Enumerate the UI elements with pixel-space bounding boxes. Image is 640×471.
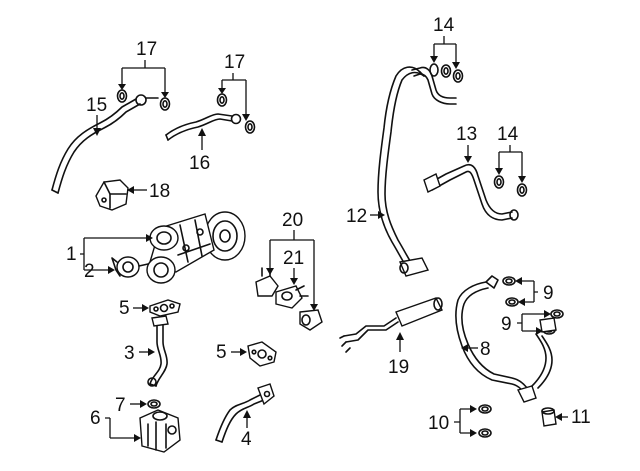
arrow-17-right-b: [242, 114, 250, 121]
arrow-19: [396, 332, 404, 340]
callout-17-left: 17: [136, 39, 157, 60]
part-15-oil-feed-line: [51, 94, 159, 194]
leader-9-upper: [520, 280, 538, 303]
part-2-wastegate-actuator: [111, 256, 149, 278]
arrow-21: [290, 278, 298, 285]
callout-20: 20: [282, 210, 303, 231]
callout-13: 13: [456, 124, 477, 145]
part-1-turbocharger: [146, 211, 246, 284]
callout-8: 8: [480, 339, 491, 360]
callout-1: 1: [66, 244, 77, 265]
arrow-14-lower-b: [518, 176, 526, 183]
arrow-20-b: [310, 304, 318, 311]
part-5-gasket-left: [149, 299, 181, 317]
arrow-9-lower-b: [536, 327, 543, 335]
arrow-7: [140, 400, 147, 408]
part-14-seal-rings-top: [440, 64, 464, 83]
part-6-adapter-housing: [139, 409, 181, 453]
arrow-18: [127, 186, 134, 194]
callout-16: 16: [189, 153, 210, 174]
part-13-coolant-line: [423, 163, 519, 221]
callout-9-lower: 9: [501, 314, 512, 335]
part-14-seal-rings-lower: [493, 175, 528, 197]
arrow-13: [464, 156, 472, 163]
leader-10: [454, 408, 472, 434]
callout-18: 18: [149, 181, 170, 202]
leader-14-top: [433, 36, 457, 64]
arrow-20-a: [266, 268, 274, 275]
part-19-sensor-harness: [339, 297, 443, 353]
leader-14-lower: [498, 145, 523, 178]
part-17-seal-rings-right: [216, 93, 256, 134]
callout-4: 4: [241, 429, 252, 450]
callout-19: 19: [388, 357, 409, 378]
callout-15: 15: [86, 95, 107, 116]
leader-6: [105, 417, 136, 439]
part-20-sensor-assembly: [255, 267, 323, 331]
callout-21: 21: [283, 248, 304, 269]
part-10-seal-rings: [478, 404, 492, 438]
leader-17-right: [221, 73, 247, 116]
arrow-1: [146, 234, 153, 242]
arrow-5-right: [240, 348, 247, 356]
arrow-14-top-b: [452, 62, 460, 69]
arrow-2: [108, 266, 115, 274]
arrow-17-right-a: [218, 88, 226, 94]
callout-3: 3: [124, 343, 135, 364]
callout-6: 6: [90, 408, 101, 429]
part-9-seal-rings-lower: [539, 309, 564, 335]
callout-12: 12: [346, 206, 367, 227]
leader-17-left: [121, 60, 166, 94]
arrow-15: [93, 128, 101, 136]
arrow-9-upper-b: [518, 298, 525, 306]
arrow-16: [198, 128, 206, 136]
part-7-seal-ring: [147, 399, 161, 409]
callout-14-lower: 14: [497, 124, 519, 145]
callout-17-right: 17: [224, 52, 245, 73]
arrow-17-left-a: [118, 84, 126, 90]
callout-9-upper: 9: [543, 283, 554, 304]
callout-10: 10: [428, 413, 449, 434]
arrow-14-lower-a: [495, 168, 503, 175]
callout-11: 11: [571, 407, 591, 428]
part-8-coolant-pipe: [455, 275, 553, 403]
leader-20: [269, 230, 315, 306]
callout-5-left: 5: [119, 298, 130, 319]
arrow-9-lower-a: [544, 310, 551, 318]
part-21-control-valve: [275, 285, 309, 309]
callout-2: 2: [84, 261, 95, 282]
arrow-3: [148, 348, 155, 356]
part-3-oil-line: [147, 315, 169, 387]
arrow-17-left-b: [161, 92, 169, 98]
arrow-8: [461, 344, 468, 352]
part-16-oil-return-line: [165, 113, 242, 141]
arrow-12: [378, 211, 385, 219]
arrow-10-b: [470, 429, 477, 437]
callout-7: 7: [115, 395, 126, 416]
arrow-5-left: [142, 304, 149, 312]
callout-5-right: 5: [216, 342, 227, 363]
part-12-upper-line: [411, 63, 457, 105]
callout-14-top: 14: [433, 15, 455, 36]
arrow-11: [555, 413, 562, 421]
part-12-coolant-pipe: [377, 66, 430, 277]
part-18-bracket: [95, 179, 129, 211]
arrow-9-upper-a: [515, 277, 522, 285]
part-4-oil-return-pipe: [215, 383, 275, 443]
arrow-14-top-a: [430, 56, 438, 63]
leader-9-lower: [517, 313, 546, 332]
part-11-plug: [541, 407, 557, 427]
arrow-6: [134, 434, 141, 442]
leader-1: [80, 237, 148, 270]
arrow-4: [243, 410, 251, 418]
part-5-gasket-right: [247, 341, 277, 367]
arrow-10-a: [470, 405, 477, 413]
